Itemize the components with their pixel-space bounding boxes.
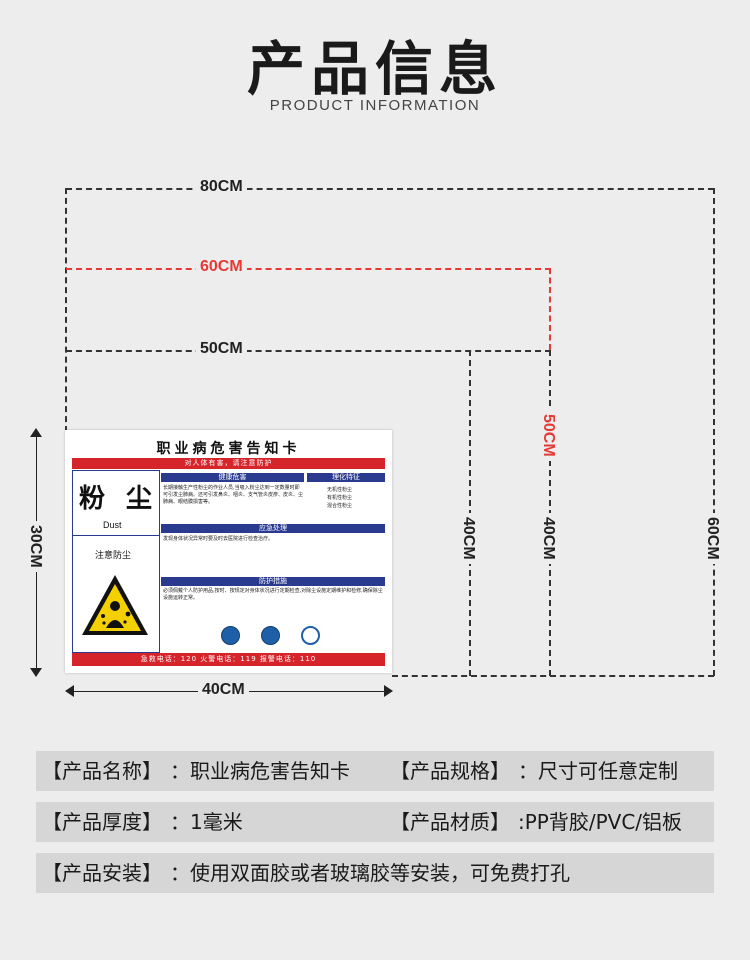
arrow-down-icon xyxy=(30,668,42,677)
product-material-label: 【产品材质】 xyxy=(390,810,510,834)
hazard-english-name: Dust xyxy=(103,520,122,530)
dim-label-40cm-vertical-a: 40CM xyxy=(459,513,477,564)
product-thickness-label: 【产品厚度】 xyxy=(42,810,162,834)
mask-icon xyxy=(221,626,240,645)
protection-header: 防护措施 xyxy=(161,577,385,586)
property-item: 有机性粉尘 xyxy=(327,495,353,501)
product-spec-value: ：尺寸可任意定制 xyxy=(518,759,678,783)
page-subtitle: PRODUCT INFORMATION xyxy=(269,97,481,114)
emergency-header: 应急处理 xyxy=(161,524,385,533)
info-row-name-spec: 【产品名称】 ：职业病危害告知卡 【产品规格】 ：尺寸可任意定制 xyxy=(36,751,714,791)
dim-line-60-top xyxy=(66,268,551,270)
arrow-left-icon xyxy=(65,685,74,697)
product-spec-label: 【产品规格】 xyxy=(390,759,510,783)
dim-line-50-red-right xyxy=(549,268,551,350)
dim-label-60cm-vertical: 60CM xyxy=(703,513,721,564)
hazard-note: 注意防尘 xyxy=(95,551,132,561)
dim-line-bottom xyxy=(392,675,714,677)
dim-label-60cm: 60CM xyxy=(196,258,247,276)
arrow-up-icon xyxy=(30,428,42,437)
hazard-name: 粉 尘 xyxy=(79,484,159,514)
dim-line-50-top xyxy=(66,350,551,352)
emergency-text: 发现身体状况异常时要及时去医院进行检查治疗。 xyxy=(163,536,274,542)
health-text: 长期接触生产性粉尘的作业人员,当吸入粉尘达到一定数量时即可引发尘肺病。还可引发鼻… xyxy=(163,485,304,505)
dust-warning-icon xyxy=(82,575,148,635)
dim-label-40cm-vertical-b: 40CM xyxy=(539,513,557,564)
dim-label-40cm-horizontal: 40CM xyxy=(198,681,249,699)
info-row-thickness-material: 【产品厚度】 ：1毫米 【产品材质】 :PP背胶/PVC/铝板 xyxy=(36,802,714,842)
property-item: 无机性粉尘 xyxy=(327,487,353,493)
ventilation-fan-icon xyxy=(301,626,320,645)
arrow-right-icon xyxy=(384,685,393,697)
emergency-phones-bar: 急救电话：120 火警电话：119 报警电话：110 xyxy=(72,653,385,666)
protective-suit-icon xyxy=(261,626,280,645)
product-material-value: :PP背胶/PVC/铝板 xyxy=(518,810,683,834)
product-install-label: 【产品安装】 xyxy=(42,861,162,885)
product-name-value: ：职业病危害告知卡 xyxy=(170,759,350,783)
dim-label-80cm: 80CM xyxy=(196,178,247,196)
property-header: 理化特征 xyxy=(307,473,385,482)
dim-line-80-top xyxy=(66,188,714,190)
protection-text: 必须佩戴个人防护用品,按时、按规定对身体状况进行定期检查,对除尘设施定期维护和检… xyxy=(163,588,383,601)
product-install-value: ：使用双面胶或者玻璃胶等安装，可免费打孔 xyxy=(170,861,570,885)
dim-label-50cm: 50CM xyxy=(196,340,247,358)
dim-label-50cm-vertical: 50CM xyxy=(539,410,557,461)
sign-left-divider xyxy=(73,535,159,536)
sign-warning-bar: 对人体有害，请注意防护 xyxy=(72,458,385,469)
page-title: 产品信息 xyxy=(246,35,503,103)
property-item: 混合性粉尘 xyxy=(327,503,353,509)
dim-line-80-left xyxy=(65,188,67,432)
sign-card: 职业病危害告知卡 对人体有害，请注意防护 粉 尘 Dust 注意防尘 健康危害 … xyxy=(65,430,392,673)
info-row-install: 【产品安装】 ：使用双面胶或者玻璃胶等安装，可免费打孔 xyxy=(36,853,714,893)
dim-label-30cm-vertical: 30CM xyxy=(26,521,44,572)
product-name-label: 【产品名称】 xyxy=(42,759,162,783)
sign-left-box xyxy=(72,470,160,653)
sign-title: 职业病危害告知卡 xyxy=(156,441,301,457)
dim-line-60-right xyxy=(713,188,715,676)
product-thickness-value: ：1毫米 xyxy=(170,810,243,834)
health-header: 健康危害 xyxy=(161,473,304,482)
